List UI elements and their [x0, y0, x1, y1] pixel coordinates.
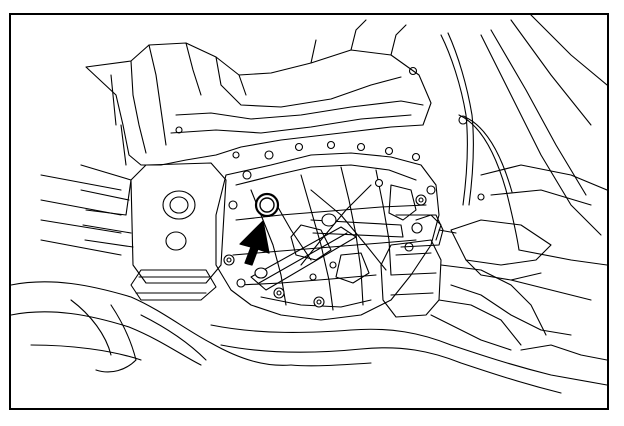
- left-crossmember: [40, 74, 227, 284]
- right-mount-housing: [380, 214, 547, 346]
- transaxle-line-drawing: [11, 15, 607, 394]
- upper-body-panel: [85, 19, 432, 166]
- arrow-icon: [239, 220, 270, 266]
- right-suspension-linkage: [440, 15, 607, 281]
- drive-shaft-boot: [11, 269, 292, 373]
- lower-frame: [210, 279, 607, 394]
- case-bolts: [223, 140, 436, 308]
- drain-plug-icon: [254, 192, 280, 218]
- shift-bracket-arm: [250, 213, 457, 291]
- illustration-frame: [9, 13, 609, 410]
